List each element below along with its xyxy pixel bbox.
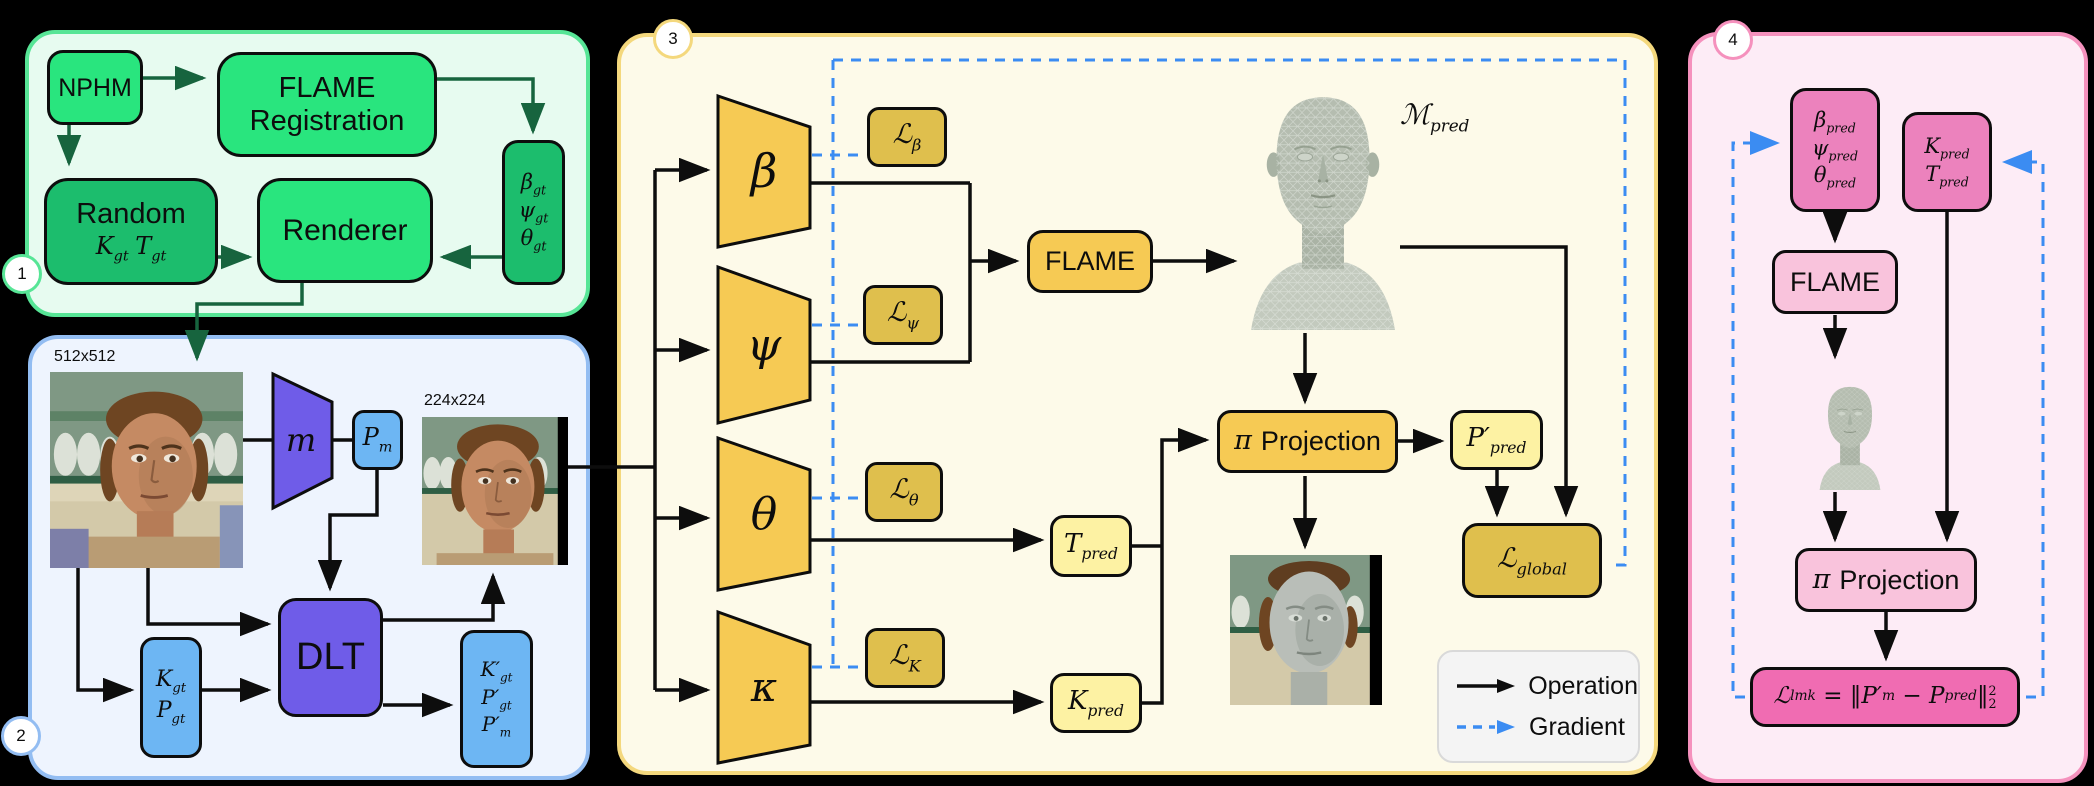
beta-encoder-label: β [750, 144, 778, 198]
panel2-number-badge: 2 [1, 716, 41, 756]
transformed-gt-box: K′gt P′gt P′m [460, 630, 533, 768]
gradient-dashed-arrows [812, 58, 2045, 699]
mask-network-label: m [285, 421, 317, 459]
gt-params-box: βgt ψgt θgt [502, 140, 565, 285]
loss-kappa-box: ℒK [865, 628, 945, 688]
predicted-mesh-image [1248, 85, 1398, 330]
pred-params-box: βpred ψpred θpred [1790, 88, 1880, 212]
random-camera-box: Random Kgt Tgt [44, 178, 218, 285]
psi-encoder-label: ψ [746, 319, 782, 371]
legend-gradient-label: Gradient [1529, 712, 1625, 741]
renderer-box: Renderer [257, 178, 433, 283]
t-pred-box: Tpred [1050, 515, 1132, 577]
p-prime-pred-box: P′pred [1450, 410, 1543, 470]
legend-operation-label: Operation [1528, 671, 1638, 700]
pred-camera-box: Kpred Tpred [1902, 112, 1992, 212]
beta-encoder-trapezoid [716, 93, 812, 249]
legend-gradient-row: Gradient [1455, 713, 1638, 742]
loss-global-box: ℒglobal [1462, 523, 1602, 598]
input-photo-512 [50, 372, 243, 568]
input-resolution-label: 512x512 [54, 348, 116, 365]
panel4-number-badge: 4 [1713, 20, 1753, 60]
loss-psi-box: ℒψ [863, 285, 943, 345]
flame-model-box-p4: FLAME [1772, 250, 1898, 314]
flame-model-box: FLAME [1027, 230, 1153, 293]
crop-resolution-label: 224x224 [424, 392, 486, 409]
mesh-overlay-image [1230, 555, 1382, 705]
green-operation-arrows [56, 65, 546, 362]
k-pred-box: Kpred [1050, 673, 1142, 733]
legend: Operation Gradient [1437, 650, 1640, 763]
gt-camera-box: Kgt Pgt [140, 637, 202, 758]
small-mesh-image [1812, 380, 1888, 490]
theta-encoder-label: θ [750, 488, 778, 540]
legend-operation-row: Operation [1455, 672, 1638, 701]
predicted-mesh-label: ℳpred [1400, 98, 1470, 136]
flame-registration-box: FLAME Registration [217, 52, 437, 157]
operation-arrow-icon [1457, 679, 1515, 693]
kappa-encoder-trapezoid [716, 609, 812, 765]
cropped-photo-224 [422, 417, 568, 565]
loss-beta-box: ℒβ [867, 107, 947, 167]
dlt-box: DLT [278, 598, 383, 717]
panel3-number-badge: 3 [653, 19, 693, 59]
black-operation-arrows [76, 157, 1960, 718]
theta-encoder-trapezoid [716, 435, 812, 592]
kappa-encoder-label: κ [750, 665, 778, 711]
mask-network-trapezoid [271, 371, 334, 511]
nphm-box: NPHM [47, 50, 143, 125]
psi-encoder-trapezoid [716, 264, 812, 425]
pm-landmarks-box: Pm [352, 410, 403, 470]
panel1-number-badge: 1 [2, 254, 42, 294]
gradient-arrow-icon [1457, 720, 1515, 734]
loss-theta-box: ℒθ [865, 462, 943, 522]
